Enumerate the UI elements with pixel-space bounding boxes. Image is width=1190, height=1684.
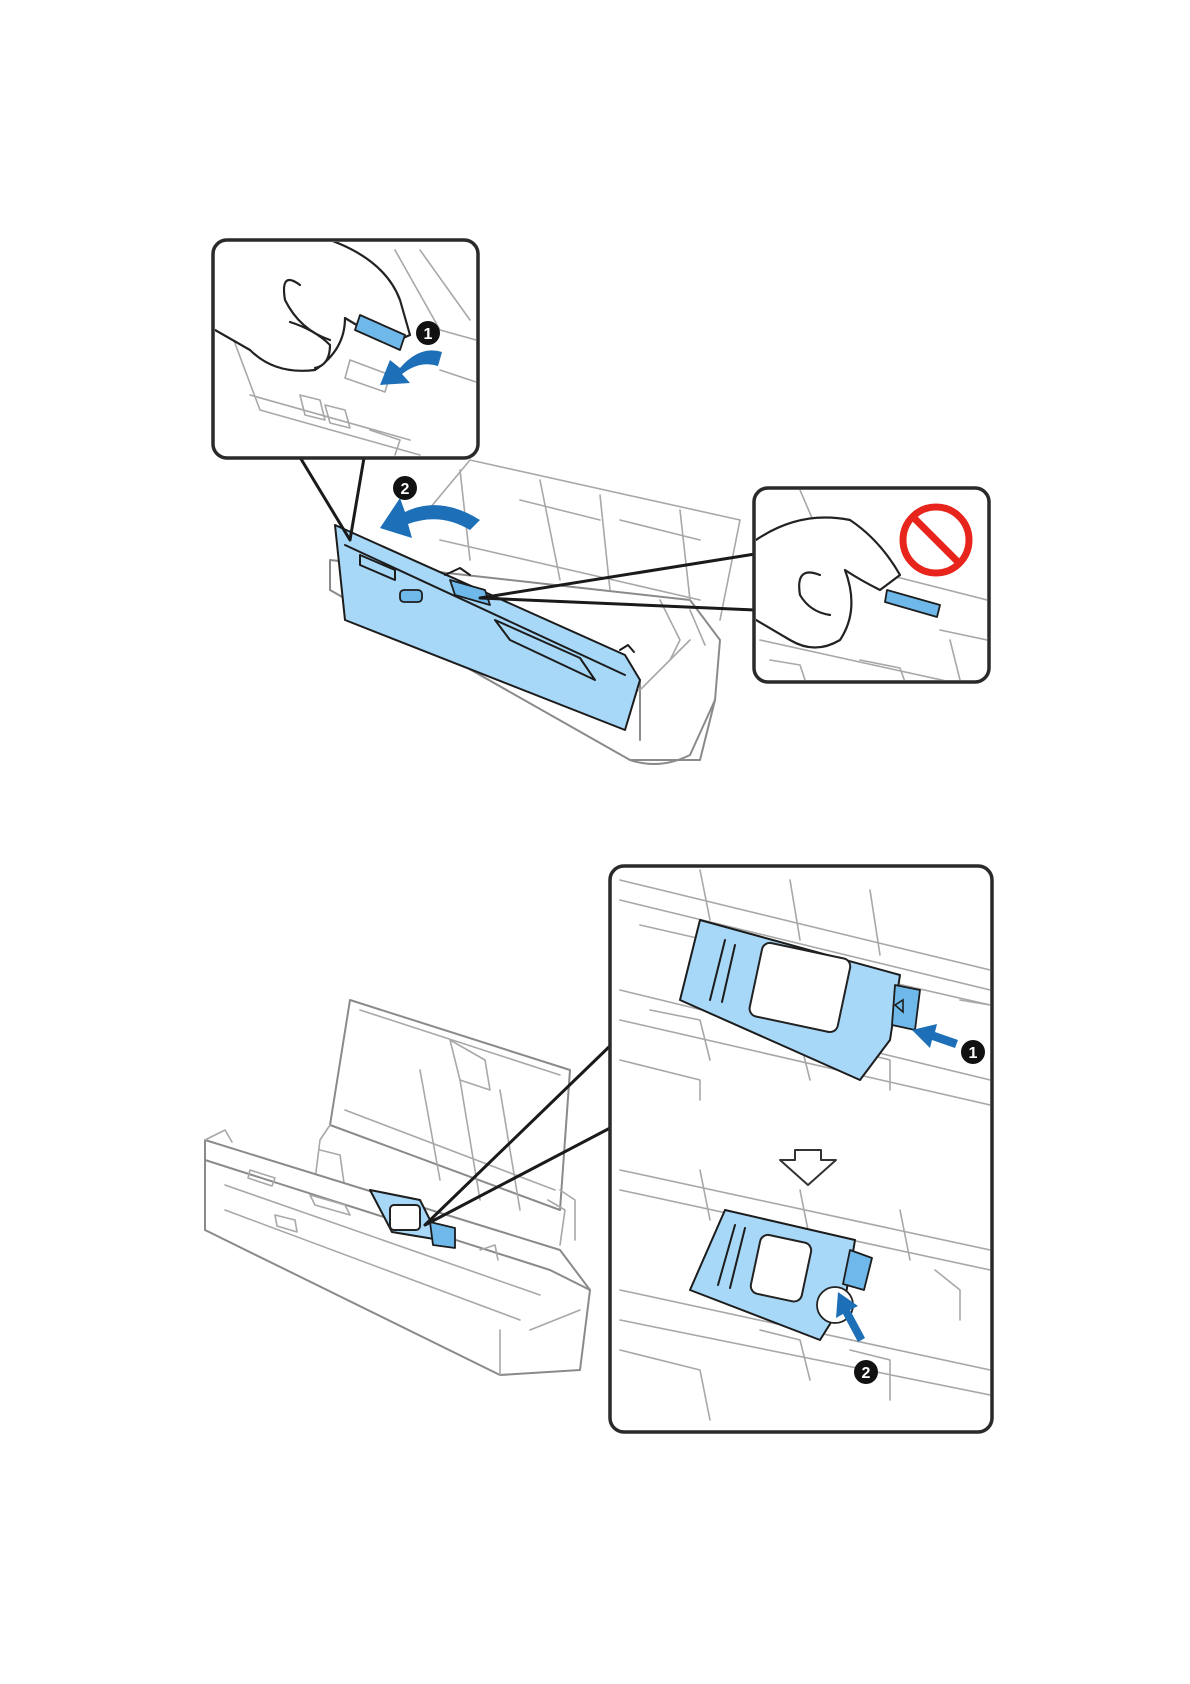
bottom-scanner-illustration xyxy=(205,1000,590,1375)
svg-text:1: 1 xyxy=(969,1045,978,1062)
open-cover-arrow-icon xyxy=(380,498,480,538)
scanner-lid xyxy=(330,1000,570,1210)
roller-lower xyxy=(749,1233,812,1303)
svg-text:2: 2 xyxy=(862,1365,871,1382)
svg-text:1: 1 xyxy=(424,326,433,343)
inset-release-lever: 1 xyxy=(213,240,478,458)
top-scanner-illustration: 2 xyxy=(330,460,740,764)
svg-text:2: 2 xyxy=(401,481,410,498)
step-badge-1-top: 1 xyxy=(416,321,440,345)
inset-prohibited-action xyxy=(754,488,989,690)
step-badge-1-bottom: 1 xyxy=(961,1040,985,1064)
step-badge-2-top: 2 xyxy=(393,476,417,500)
step-badge-2-bottom: 2 xyxy=(854,1360,878,1384)
callout-pointer-left xyxy=(298,452,365,540)
inset-install-roller-cover: 1 2 xyxy=(610,866,992,1432)
